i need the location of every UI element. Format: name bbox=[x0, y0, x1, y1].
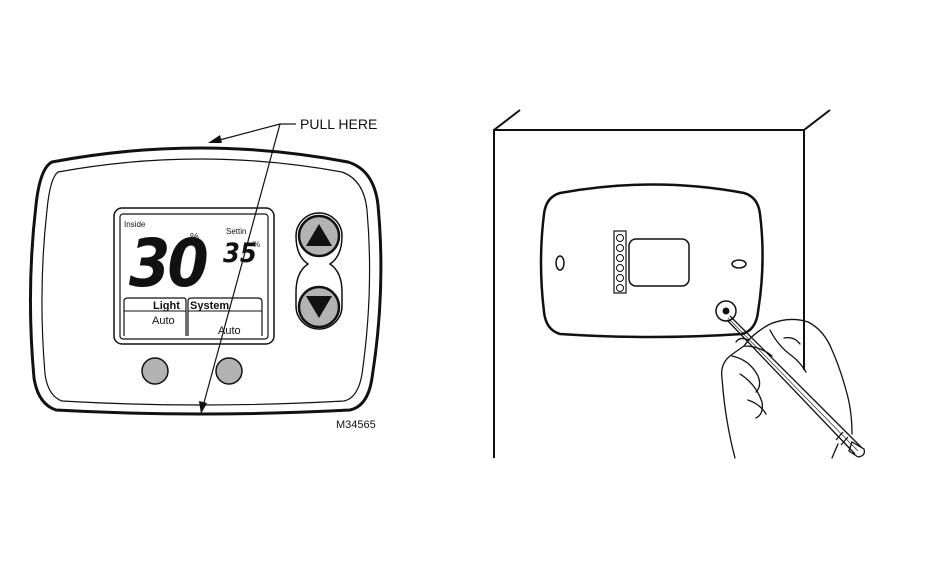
setting-unit: % bbox=[253, 240, 260, 249]
figure-id: M34565 bbox=[336, 419, 376, 431]
hand-wrist bbox=[832, 444, 838, 458]
terminal-screw-icon bbox=[617, 235, 624, 242]
terminal-screw-icon bbox=[617, 285, 624, 292]
terminal-screws bbox=[617, 235, 624, 292]
hand-illustration bbox=[722, 319, 852, 458]
system-value: Auto bbox=[218, 325, 241, 337]
terminal-screw-icon bbox=[617, 265, 624, 272]
hand-knuckle-1 bbox=[748, 400, 766, 414]
terminal-screw-icon bbox=[617, 245, 624, 252]
inside-unit: % bbox=[190, 232, 199, 243]
thermostat-housing-outer bbox=[30, 148, 380, 414]
setting-label: Settin bbox=[226, 227, 246, 236]
pencil-icon bbox=[727, 316, 864, 457]
wire-opening bbox=[629, 239, 689, 286]
arrow-top-head bbox=[208, 135, 222, 143]
hand-palm-outline bbox=[722, 319, 852, 458]
setting-value: 35 bbox=[223, 238, 257, 269]
mounting-hole-mark bbox=[723, 308, 730, 315]
thermostat-front: Inside 30 % Settin 35 % Light Auto Syste… bbox=[30, 148, 380, 414]
up-button[interactable] bbox=[299, 216, 339, 256]
wall-corner-left bbox=[494, 110, 520, 130]
light-button[interactable] bbox=[142, 358, 168, 384]
pull-here-label: PULL HERE bbox=[300, 116, 377, 132]
wall-scene bbox=[494, 110, 864, 458]
arrow-top-line bbox=[212, 124, 280, 142]
wall-plate bbox=[541, 185, 763, 338]
arrow-bottom-head bbox=[199, 401, 207, 414]
thermostat-housing-inner bbox=[42, 159, 370, 405]
light-label: Light bbox=[153, 300, 180, 312]
hand-finger-2 bbox=[732, 356, 760, 392]
mounting-slot-left bbox=[556, 256, 564, 270]
mounting-slot-right bbox=[732, 260, 746, 268]
hand-thumb bbox=[770, 330, 806, 372]
down-button[interactable] bbox=[299, 287, 339, 327]
system-button[interactable] bbox=[216, 358, 242, 384]
wall-outline bbox=[494, 130, 804, 458]
terminal-screw-icon bbox=[617, 255, 624, 262]
light-value: Auto bbox=[152, 315, 175, 327]
wall-corner-right bbox=[804, 110, 830, 130]
system-label: System bbox=[190, 300, 229, 312]
terminal-screw-icon bbox=[617, 275, 624, 282]
pencil-edge-bottom bbox=[727, 320, 855, 454]
hand-knuckle-3 bbox=[784, 338, 800, 344]
